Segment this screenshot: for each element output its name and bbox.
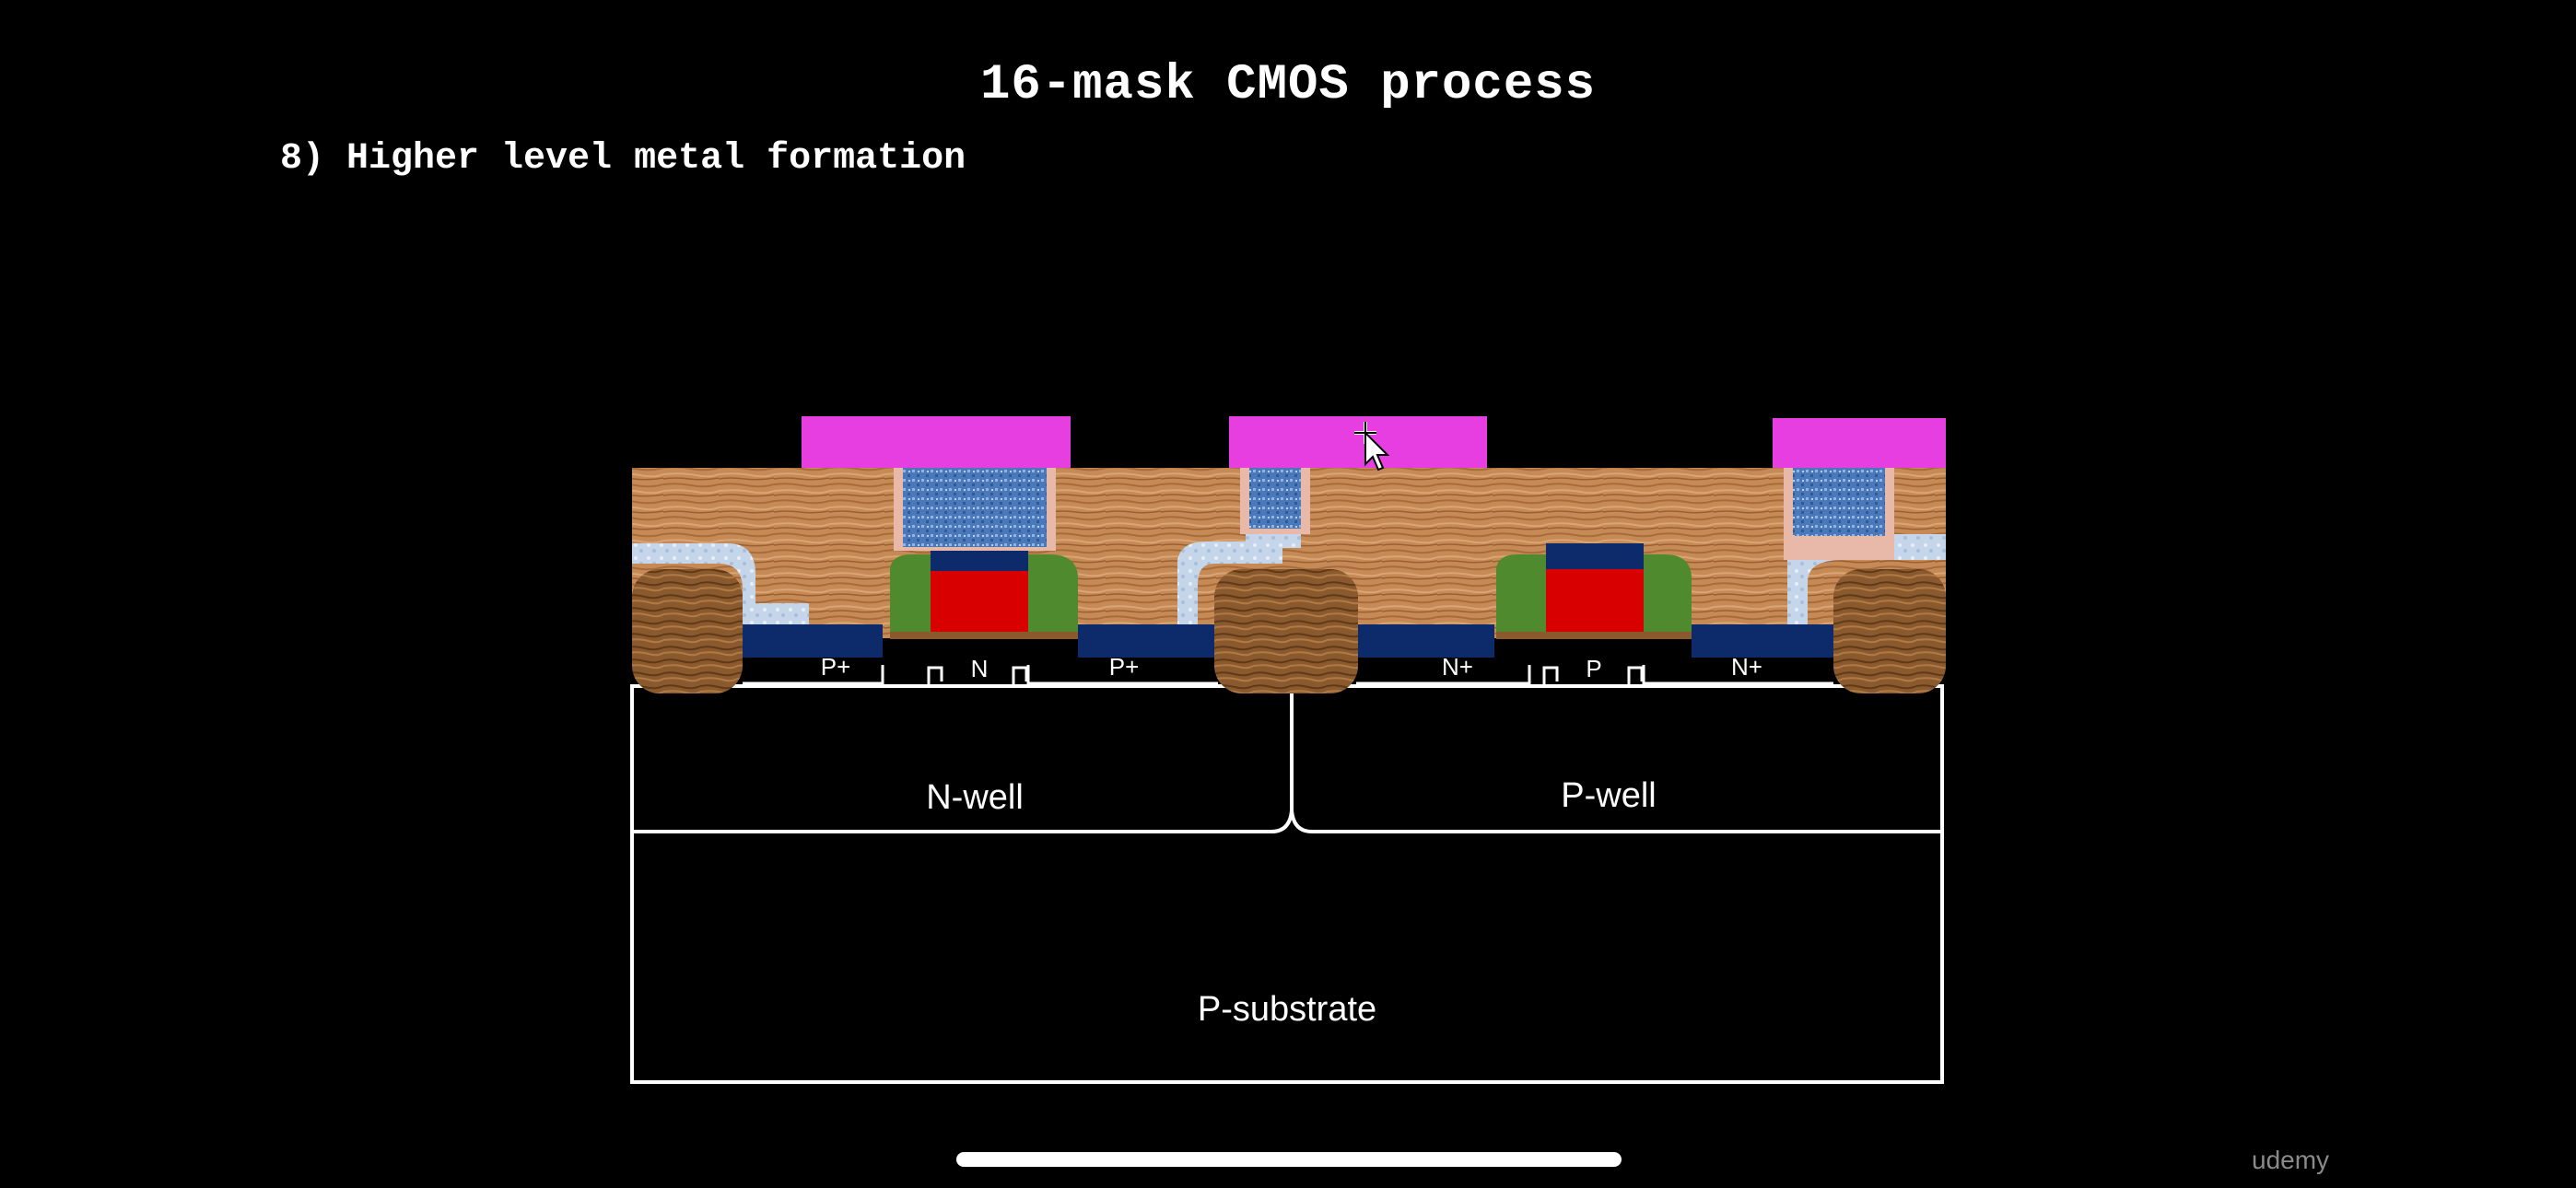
diffusion-outlines: [743, 665, 1833, 688]
step-heading: 8) Higher level metal formation: [280, 138, 966, 180]
move-cursor-icon: [1354, 422, 1390, 472]
home-indicator[interactable]: [956, 1152, 1622, 1167]
pmos-drain-label: P+: [1109, 653, 1140, 681]
silicide-regions: [743, 624, 1835, 658]
n-well-label: N-well: [926, 778, 1024, 817]
p-substrate-label: P-substrate: [1198, 990, 1376, 1029]
pmos-source-label: P+: [821, 653, 851, 681]
upper-metal: [802, 416, 1946, 468]
nmos-channel-label: P: [1586, 655, 1601, 682]
nmos-gate: [1496, 543, 1692, 639]
slide-title: 16-mask CMOS process: [979, 57, 1597, 113]
vias: [894, 468, 1894, 560]
nmos-source-label: N+: [1442, 653, 1473, 681]
p-well-label: P-well: [1561, 776, 1656, 815]
trench-isolation: [632, 569, 1946, 693]
udemy-watermark: udemy: [2252, 1146, 2330, 1174]
pmos-gate: [890, 547, 1078, 639]
pmos-channel-label: N: [971, 655, 989, 682]
nmos-drain-label: N+: [1731, 653, 1762, 681]
